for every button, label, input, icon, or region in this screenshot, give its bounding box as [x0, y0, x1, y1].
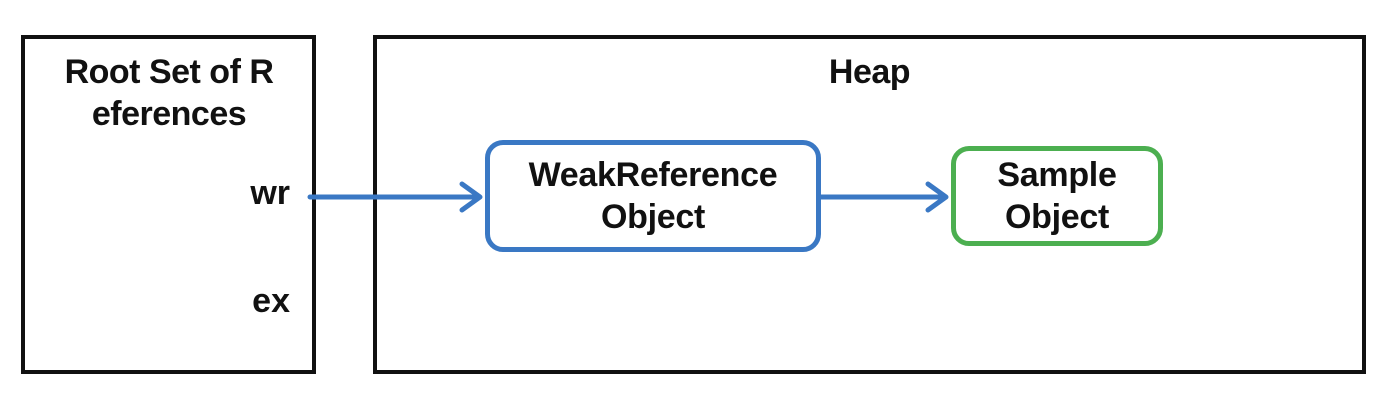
weak-reference-object-label: WeakReference Object	[528, 156, 778, 236]
reference-wr-label: wr	[250, 174, 290, 212]
root-set-title: Root Set of R eferences	[64, 53, 274, 133]
sample-object-node: Sample Object	[951, 146, 1163, 246]
weak-reference-object-node: WeakReference Object	[485, 140, 821, 252]
heap-title: Heap	[828, 53, 911, 91]
reference-ex-label: ex	[252, 282, 290, 320]
sample-object-label: Sample Object	[997, 156, 1117, 236]
root-set-panel: Root Set of R eferences wr ex	[21, 35, 316, 374]
